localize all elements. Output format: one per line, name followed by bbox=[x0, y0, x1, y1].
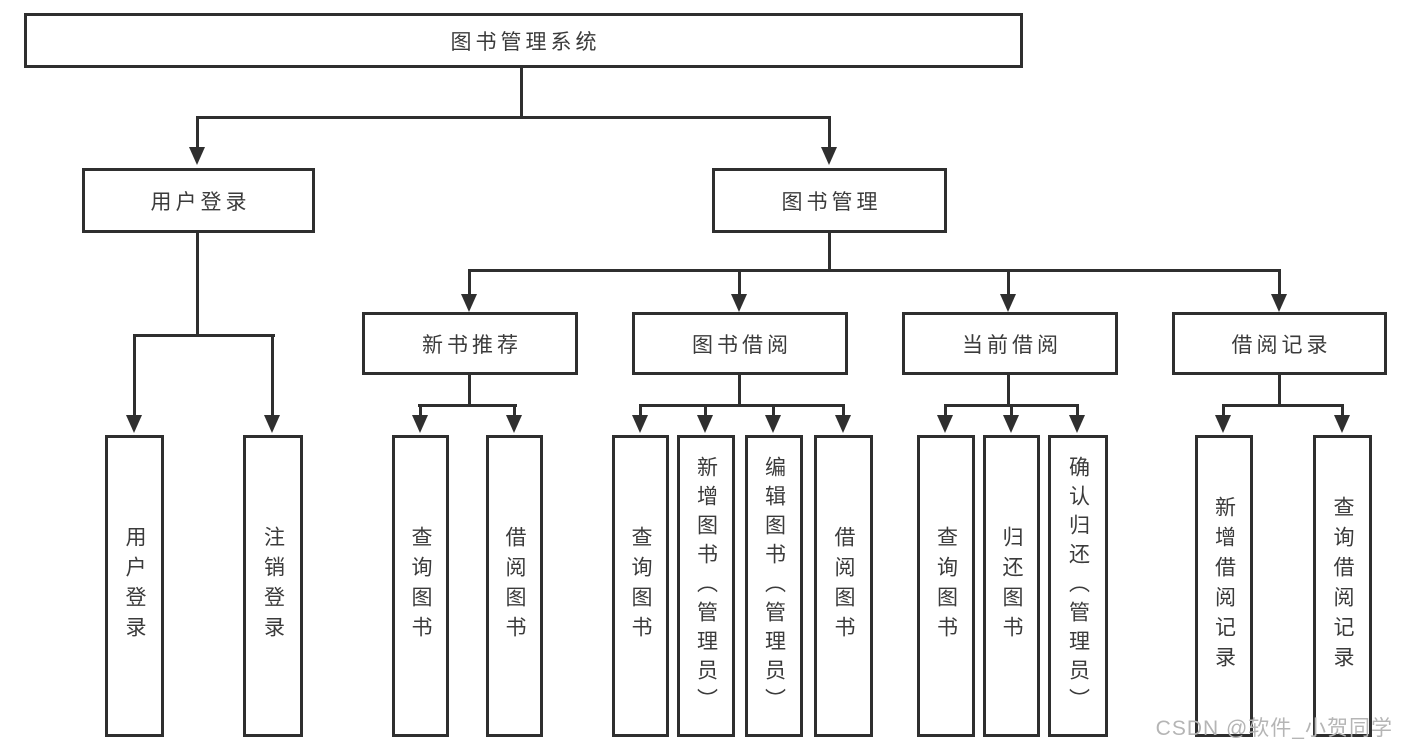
arrow-to-book-management bbox=[821, 119, 837, 165]
watermark: CSDN @软件_小贺同学 bbox=[1155, 717, 1393, 740]
arrow-to-cb-return bbox=[1003, 407, 1019, 433]
connector-root-branch bbox=[196, 116, 831, 119]
node-book-borrow: 图书借阅 bbox=[632, 312, 848, 375]
connector-borrow-record-stem bbox=[1278, 375, 1281, 405]
leaf-user-login: 用户登录 bbox=[105, 435, 164, 737]
arrow-to-cb-query bbox=[937, 407, 953, 433]
leaf-cb-confirm-return-admin: 确认归还（管理员） bbox=[1048, 435, 1108, 737]
leaf-br-add-record: 新增借阅记录 bbox=[1195, 435, 1253, 737]
arrow-to-nb-borrow bbox=[506, 407, 522, 433]
arrow-to-current-borrow bbox=[1000, 272, 1016, 312]
leaf-bb-borrow-book: 借阅图书 bbox=[814, 435, 873, 737]
connector-user-login-stem bbox=[196, 233, 199, 334]
arrow-to-cb-confirm bbox=[1069, 407, 1085, 433]
connector-borrow-record-branch bbox=[1222, 404, 1344, 407]
leaf-nb-query-book: 查询图书 bbox=[392, 435, 449, 737]
leaf-br-query-record: 查询借阅记录 bbox=[1313, 435, 1372, 737]
arrow-to-leaf-user-login bbox=[126, 337, 142, 433]
leaf-bb-query-book: 查询图书 bbox=[612, 435, 669, 737]
arrow-to-leaf-logout bbox=[264, 337, 280, 433]
connector-user-login-branch bbox=[133, 334, 275, 337]
arrow-to-user-login bbox=[189, 119, 205, 165]
arrow-to-br-add bbox=[1215, 407, 1231, 433]
arrow-to-br-query bbox=[1334, 407, 1350, 433]
arrow-to-bb-edit bbox=[765, 407, 781, 433]
arrow-to-nb-query bbox=[412, 407, 428, 433]
connector-new-book-stem bbox=[468, 375, 471, 405]
arrow-to-bb-add bbox=[697, 407, 713, 433]
leaf-bb-edit-book-admin: 编辑图书（管理员） bbox=[745, 435, 803, 737]
leaf-cb-return-book: 归还图书 bbox=[983, 435, 1040, 737]
connector-current-borrow-branch bbox=[944, 404, 1079, 407]
connector-book-borrow-branch bbox=[639, 404, 845, 407]
arrow-to-bb-borrow bbox=[835, 407, 851, 433]
connector-new-book-branch bbox=[418, 404, 517, 407]
node-user-login: 用户登录 bbox=[82, 168, 315, 233]
leaf-cb-query-book: 查询图书 bbox=[917, 435, 975, 737]
node-book-management: 图书管理 bbox=[712, 168, 947, 233]
node-new-book-recommend: 新书推荐 bbox=[362, 312, 578, 375]
connector-book-management-branch bbox=[468, 269, 1281, 272]
leaf-logout: 注销登录 bbox=[243, 435, 303, 737]
leaf-nb-borrow-book: 借阅图书 bbox=[486, 435, 543, 737]
node-root: 图书管理系统 bbox=[24, 13, 1023, 68]
arrow-to-borrow-record bbox=[1271, 272, 1287, 312]
connector-book-borrow-stem bbox=[738, 375, 741, 405]
node-current-borrow: 当前借阅 bbox=[902, 312, 1118, 375]
arrow-to-bb-query bbox=[632, 407, 648, 433]
connector-root-stem bbox=[520, 67, 523, 119]
arrow-to-new-book-recommend bbox=[461, 272, 477, 312]
leaf-bb-add-book-admin: 新增图书（管理员） bbox=[677, 435, 735, 737]
arrow-to-book-borrow bbox=[731, 272, 747, 312]
node-borrow-record: 借阅记录 bbox=[1172, 312, 1387, 375]
connector-current-borrow-stem bbox=[1007, 375, 1010, 405]
connector-book-management-stem bbox=[828, 233, 831, 271]
